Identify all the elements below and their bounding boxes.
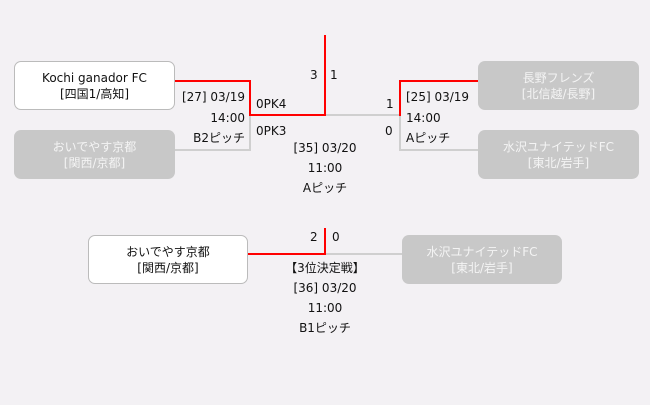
team-region: [北信越/長野] [521,86,596,101]
team-box-oideyasu-kyoto[interactable]: おいでやす京都 [関西/京都] [14,130,175,179]
third-score-right: 0 [332,230,340,244]
team-box-mizusawa-united-3rd[interactable]: 水沢ユナイテッドFC [東北/岩手] [402,235,562,284]
team-box-oideyasu-kyoto-3rd[interactable]: おいでやす京都 [関西/京都] [88,235,248,284]
final-score-left: 3 [310,68,318,82]
bracket-line-loser [249,116,251,151]
pk-score-bottom: 0PK3 [256,124,287,138]
bracket-line-loser [326,253,402,255]
bracket-line-winner [249,114,326,116]
bracket-line-winner [324,228,326,255]
final-pitch: Aピッチ [302,181,348,195]
score-top: 1 [386,97,394,111]
final-time: 11:00 [307,161,343,175]
team-name: おいでやす京都 [52,139,137,154]
third-place-title: 【3位決定戦】 [285,261,365,275]
score-bottom: 0 [385,124,393,138]
team-region: [東北/岩手] [527,155,590,170]
team-region: [関西/京都] [137,260,199,275]
bracket-line-winner [399,80,478,82]
third-pitch: B1ピッチ [299,321,351,335]
match-pitch: Aピッチ [406,131,451,145]
pk-score-top: 0PK4 [256,97,287,111]
match-id-date: [25] 03/19 [406,90,470,104]
team-region: [関西/京都] [63,155,126,170]
bracket-line-winner [175,80,251,82]
final-score-right: 1 [330,68,338,82]
team-box-nagano-friends[interactable]: 長野フレンズ [北信越/長野] [478,61,639,110]
bracket-line-loser [399,149,478,151]
team-name: Kochi ganador FC [42,70,147,85]
third-time: 11:00 [307,301,343,315]
team-region: [東北/岩手] [451,260,513,275]
team-name: 水沢ユナイテッドFC [502,139,615,154]
match-time: 14:00 [406,111,441,125]
final-id-date: [35] 03/20 [293,141,357,155]
team-box-kochi-ganador[interactable]: Kochi ganador FC [四国1/高知] [14,61,175,110]
team-name: 長野フレンズ [522,70,595,85]
bracket-line-champion [324,35,326,116]
match-id-date: [27] 03/19 [181,90,245,104]
bracket-line-winner [249,80,251,116]
team-region: [四国1/高知] [59,86,130,101]
team-name: おいでやす京都 [126,244,210,259]
third-id-date: [36] 03/20 [293,281,357,295]
bracket-line-loser [175,149,251,151]
third-score-left: 2 [310,230,318,244]
team-box-mizusawa-united[interactable]: 水沢ユナイテッドFC [東北/岩手] [478,130,639,179]
match-time: 14:00 [210,111,245,125]
team-name: 水沢ユナイテッドFC [426,244,538,259]
bracket-line-loser [399,116,401,151]
bracket-line-winner [399,80,401,116]
bracket-line-winner [248,253,326,255]
bracket-line-loser [326,114,401,116]
match-pitch: B2ピッチ [193,131,245,145]
